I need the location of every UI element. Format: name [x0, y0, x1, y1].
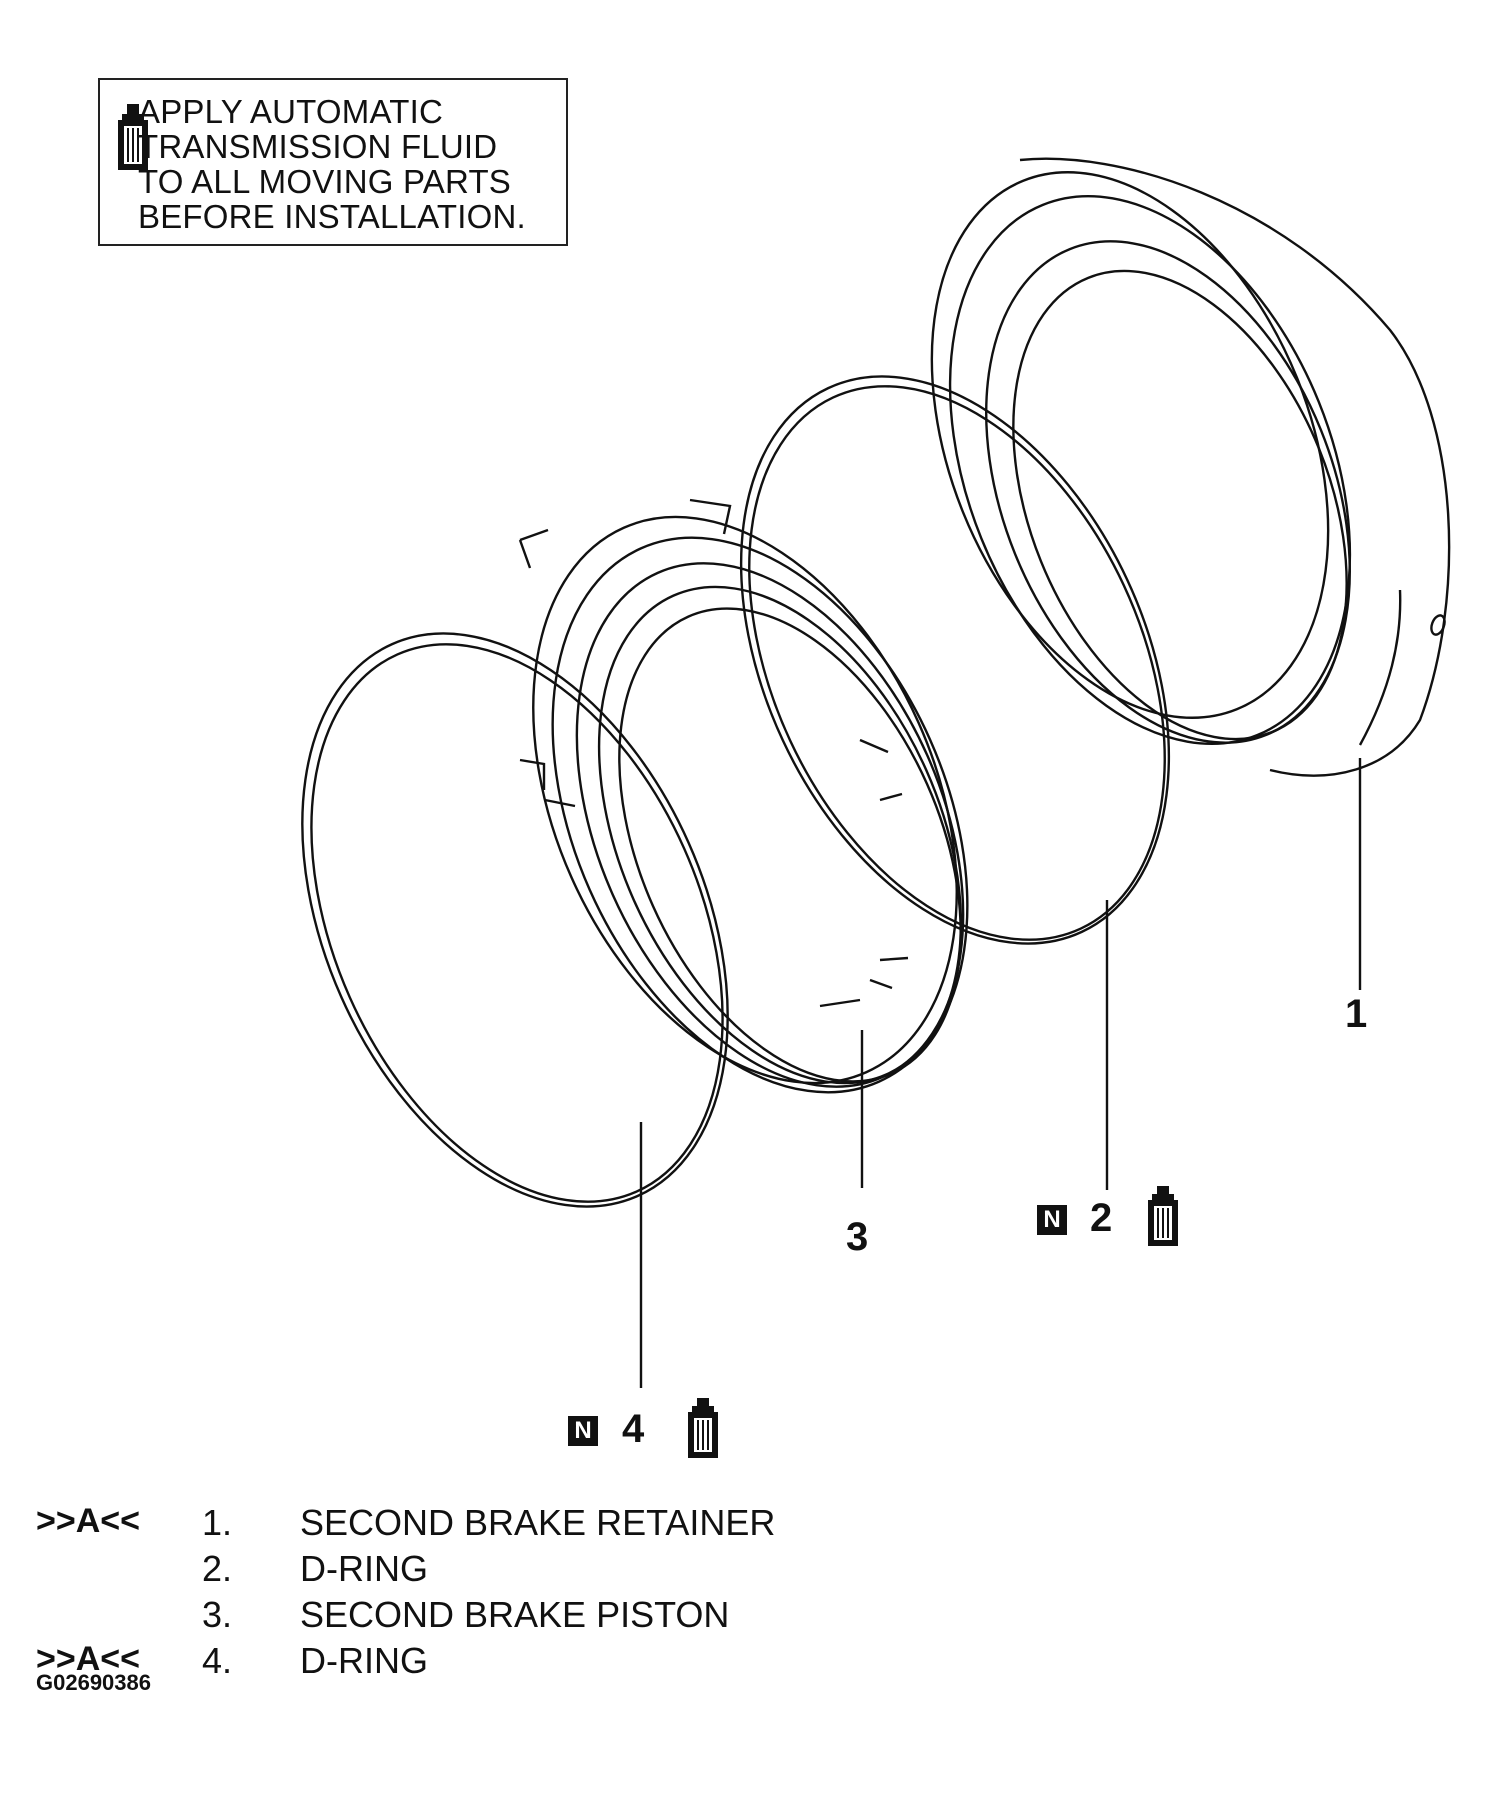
callout-4: 4 [622, 1407, 645, 1451]
part-2-d-ring [739, 375, 1171, 945]
note-text: APPLY AUTOMATIC TRANSMISSION FLUID TO AL… [138, 94, 526, 234]
figure-code: G02690386 [36, 1670, 151, 1695]
legend-name: D-RING [300, 1548, 428, 1589]
note-line: BEFORE INSTALLATION. [138, 198, 526, 235]
atf-bottle-icon [1148, 1186, 1178, 1246]
callout-2: 2 [1090, 1196, 1113, 1240]
legend-num: 1. [202, 1502, 233, 1543]
legend-name: D-RING [300, 1640, 428, 1681]
new-part-badge: N [568, 1416, 598, 1446]
atf-bottle-icon [688, 1398, 718, 1458]
note-line: TO ALL MOVING PARTS [138, 163, 512, 200]
atf-bottle-icon [118, 104, 148, 170]
legend-name: SECOND BRAKE PISTON [300, 1594, 730, 1635]
note-line: APPLY AUTOMATIC [138, 93, 443, 130]
legend-name: SECOND BRAKE RETAINER [300, 1502, 776, 1543]
legend-ref: >>A<< [36, 1502, 140, 1540]
part-1-retainer [930, 157, 1451, 777]
note-line: TRANSMISSION FLUID [138, 128, 498, 165]
callout-1: 1 [1345, 992, 1368, 1036]
legend-ref: >>A<< [36, 1640, 140, 1678]
legend-num: 4. [202, 1640, 233, 1681]
legend-num: 2. [202, 1548, 233, 1589]
legend-num: 3. [202, 1594, 233, 1635]
note-box: APPLY AUTOMATIC TRANSMISSION FLUID TO AL… [98, 78, 568, 246]
callout-3: 3 [846, 1215, 869, 1259]
part-4-d-ring [301, 632, 729, 1208]
part-3-piston [518, 498, 969, 1094]
new-part-badge: N [1037, 1205, 1067, 1235]
